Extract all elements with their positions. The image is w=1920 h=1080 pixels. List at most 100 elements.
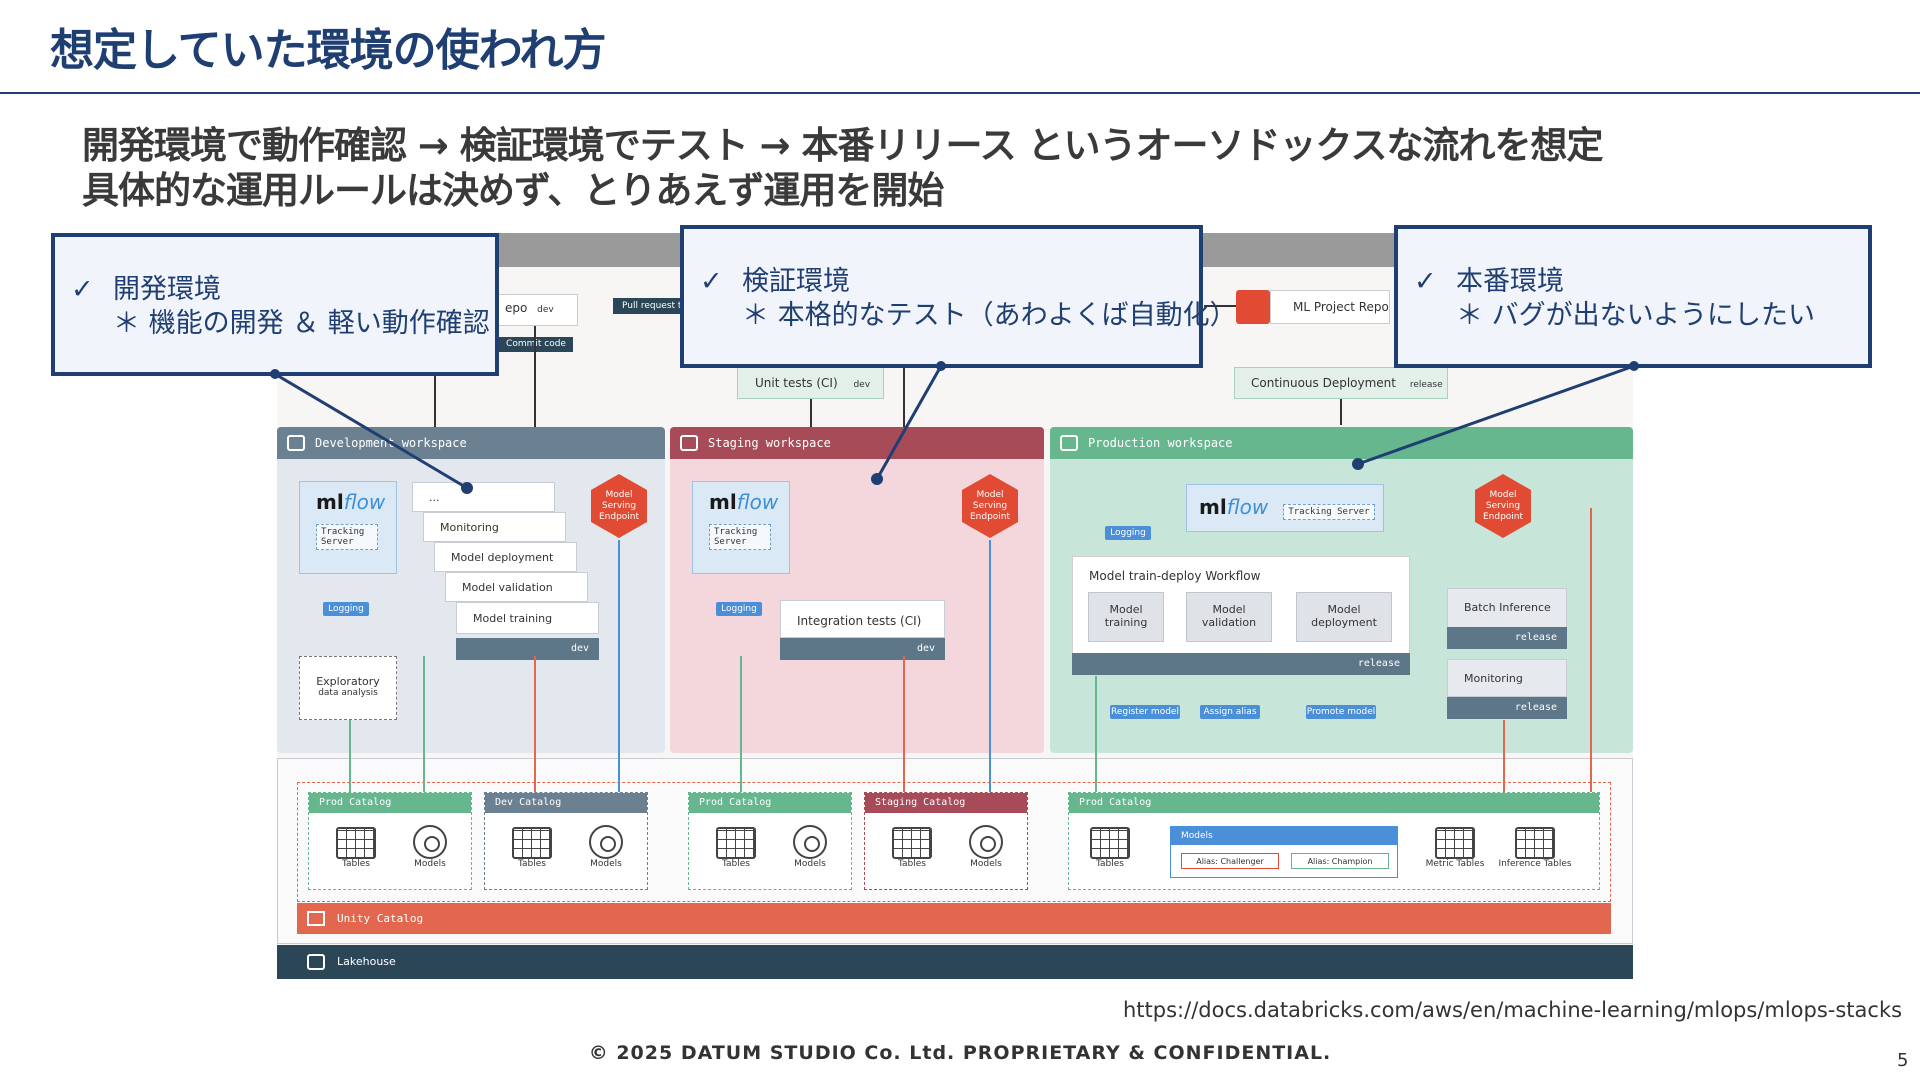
monitoring-box: Monitoring xyxy=(1447,659,1567,697)
exploratory-box: Exploratory data analysis xyxy=(299,656,397,720)
callout-dev-heading: 開発環境 xyxy=(113,274,221,305)
pointer-dot xyxy=(270,369,280,379)
dev-mlflow: mlflow Tracking Server xyxy=(299,481,397,574)
unit-tests-branch: dev xyxy=(853,380,871,390)
prod-workspace-header: Production workspace xyxy=(1050,427,1633,459)
models-item: Models xyxy=(405,825,455,869)
page-title: 想定していた環境の使われ方 xyxy=(50,25,606,76)
callout-staging: ✓ 検証環境 ＊ 本格的なテスト（あわよくば自動化） xyxy=(680,225,1237,368)
unit-tests-label: Unit tests (CI) xyxy=(755,376,838,390)
flow-line xyxy=(349,720,351,792)
book-icon xyxy=(307,911,325,926)
layers-icon xyxy=(287,435,305,451)
layers-icon xyxy=(680,435,698,451)
connector xyxy=(534,326,536,486)
check-icon: ✓ xyxy=(1414,266,1437,297)
title-divider xyxy=(0,92,1920,94)
alias-champion: Alias: Champion xyxy=(1291,853,1389,869)
exploratory-line-1: Exploratory xyxy=(316,675,380,688)
catalog-header: Prod Catalog xyxy=(1069,793,1599,813)
unit-tests-box: Unit tests (CI) dev xyxy=(737,367,884,399)
pointer-dot xyxy=(1352,458,1364,470)
staging-mlflow: mlflow Tracking Server xyxy=(692,481,790,574)
prod-catalog-2: Prod Catalog Tables Models xyxy=(688,792,852,890)
git-icon xyxy=(1236,290,1270,324)
alias-challenger: Alias: Challenger xyxy=(1181,853,1279,869)
repo-branch: dev xyxy=(537,305,554,315)
pointer-line-staging xyxy=(875,365,943,480)
brain-icon xyxy=(793,825,827,859)
tracking-server: Tracking Server xyxy=(709,524,771,550)
stack-card-monitoring: Monitoring xyxy=(423,512,566,542)
stack-card-ellipsis: ... xyxy=(412,482,555,512)
table-icon xyxy=(1435,827,1475,859)
flow-line xyxy=(1503,720,1505,792)
mlflow-logo: mlflow xyxy=(709,490,779,514)
check-icon: ✓ xyxy=(700,266,723,297)
staging-workspace-title: Staging workspace xyxy=(708,436,831,450)
models-item: Models xyxy=(581,825,631,869)
catalog-dashed-border xyxy=(297,782,1611,902)
tracking-server: Tracking Server xyxy=(1283,504,1375,520)
unity-catalog-label: Unity Catalog xyxy=(337,912,424,925)
tables-item: Tables xyxy=(331,827,381,869)
flow-line xyxy=(903,656,905,792)
catalog-header: Dev Catalog xyxy=(485,793,647,813)
dev-branch-bar: dev xyxy=(456,638,599,660)
catalog-header: Prod Catalog xyxy=(309,793,471,813)
staging-branch-bar: dev xyxy=(780,638,945,660)
arrow-to-repo xyxy=(1204,305,1236,307)
tables-item: Tables xyxy=(1085,827,1135,869)
workflow-title: Model train-deploy Workflow xyxy=(1089,569,1261,583)
flow-line xyxy=(1590,508,1592,792)
table-icon xyxy=(1515,827,1555,859)
flow-line xyxy=(618,540,620,792)
flow-line xyxy=(989,540,991,792)
ml-project-repo: ML Project Repo xyxy=(1270,290,1390,324)
callout-prod-heading: 本番環境 xyxy=(1456,266,1564,297)
pointer-line-prod xyxy=(1357,364,1635,466)
stack-card-validation: Model validation xyxy=(445,572,588,602)
integration-tests-box: Integration tests (CI) xyxy=(780,600,945,638)
connector xyxy=(434,326,436,486)
brain-icon xyxy=(969,825,1003,859)
project-repo-box: epo dev xyxy=(498,294,578,326)
logging-tag: Logging xyxy=(1105,526,1151,540)
stack-card-training: Model training xyxy=(456,602,599,634)
staging-workspace-header: Staging workspace xyxy=(670,427,1044,459)
source-url[interactable]: https://docs.databricks.com/aws/en/machi… xyxy=(1123,998,1903,1022)
subtitle-line-2: 具体的な運用ルールは決めず、とりあえず運用を開始 xyxy=(82,169,944,212)
flow-line xyxy=(1095,676,1097,792)
pointer-line-dev xyxy=(274,372,468,490)
continuous-deployment-box: Continuous Deployment release xyxy=(1234,367,1448,399)
models-item: Models xyxy=(961,825,1011,869)
promote-model-tag: Promote model xyxy=(1306,705,1376,719)
table-icon xyxy=(336,827,376,859)
cd-branch: release xyxy=(1409,380,1443,390)
prod-catalog-1: Prod Catalog Tables Models xyxy=(308,792,472,890)
callout-prod-note: ＊ バグが出ないようにしたい xyxy=(1456,300,1816,331)
tables-item: Tables xyxy=(507,827,557,869)
mlflow-logo: mlflow xyxy=(1199,495,1269,519)
tables-item: Tables xyxy=(887,827,937,869)
table-icon xyxy=(512,827,552,859)
stack-card-deployment: Model deployment xyxy=(434,542,577,572)
pointer-dot xyxy=(1629,361,1639,371)
catalog-header: Staging Catalog xyxy=(865,793,1027,813)
monitoring-branch-bar: release xyxy=(1447,697,1567,719)
prod-mlflow: mlflow Tracking Server xyxy=(1186,484,1384,532)
staging-catalog: Staging Catalog Tables Models xyxy=(864,792,1028,890)
prod-workspace-title: Production workspace xyxy=(1088,436,1233,450)
mlflow-logo: mlflow xyxy=(316,490,386,514)
pull-request-tag: Pull request to xyxy=(613,298,688,314)
logging-tag: Logging xyxy=(323,602,369,616)
exploratory-line-2: data analysis xyxy=(318,688,378,698)
models-item: Models xyxy=(785,825,835,869)
table-icon xyxy=(716,827,756,859)
callout-dev-note: ＊ 機能の開発 ＆ 軽い動作確認 xyxy=(113,308,490,339)
